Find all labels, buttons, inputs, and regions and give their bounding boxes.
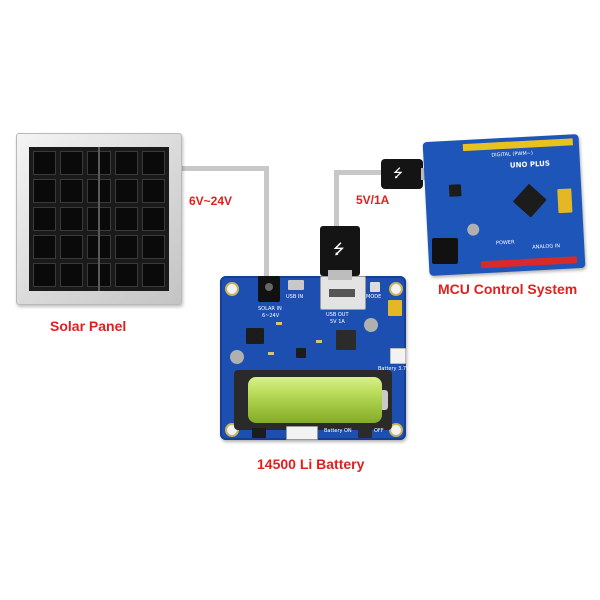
wire-mcu-horizontal: [334, 170, 386, 175]
usb-icon: ⭍: [333, 241, 345, 257]
silk-mcu-model: UNO PLUS: [509, 159, 551, 170]
led-indicators: [286, 426, 318, 440]
battery-connector: [390, 348, 406, 364]
label-voltage-in: 6V~24V: [189, 194, 233, 208]
usb-micro-port: [288, 280, 304, 290]
analog-header: [480, 256, 578, 269]
silk-on: ON: [344, 428, 352, 434]
silk-solar-range: 6~24V: [262, 313, 280, 319]
inductor: [336, 330, 356, 350]
li-battery: [248, 377, 382, 423]
capacitor: [364, 318, 378, 332]
mount-hole: [225, 282, 239, 296]
smd-component: [316, 340, 322, 343]
solar-panel-divider: [98, 147, 100, 291]
wire-mcu-vertical: [334, 170, 339, 228]
usb-a-plug: ⭍: [320, 226, 360, 280]
silk-off: OFF: [374, 428, 384, 434]
capacitor: [466, 223, 480, 236]
ic-chip: [296, 348, 306, 358]
header-connector: [388, 300, 402, 316]
silk-solar-in: SOLAR IN: [258, 306, 282, 312]
label-mcu-control-system: MCU Control System: [438, 281, 578, 297]
battery-terminal: [382, 390, 388, 410]
silk-battery: Battery: [324, 428, 343, 434]
wire-solar-horizontal: [178, 166, 268, 171]
silk-mcu-digital: DIGITAL (PWM~): [491, 150, 533, 159]
power-switch: [358, 426, 372, 438]
silk-usb-in: USB IN: [286, 294, 304, 300]
mount-hole: [389, 282, 403, 296]
wire-solar-vertical: [264, 166, 269, 280]
silk-mcu-analog: ANALOG IN: [532, 243, 561, 251]
solar-input-jack: [258, 276, 280, 302]
usb-out-port: [320, 276, 366, 310]
smd-component: [276, 322, 282, 325]
silk-mcu-power: POWER: [495, 239, 515, 247]
digital-header: [462, 138, 573, 152]
mount-hole: [389, 423, 403, 437]
mcu-chip: [512, 183, 547, 218]
silk-mode: MODE: [366, 294, 382, 300]
label-solar-panel: Solar Panel: [50, 318, 127, 334]
silk-battery-37v: Battery 3.7V: [378, 366, 410, 372]
label-voltage-out: 5V/1A: [356, 193, 390, 207]
label-battery: 14500 Li Battery: [257, 456, 365, 472]
silk-usb-out-rating: 5V 1A: [330, 319, 345, 325]
micro-usb-plug: ⭍: [381, 159, 429, 189]
usb-icon: ⭍: [393, 166, 403, 180]
pin-header: [252, 428, 266, 438]
smd-component: [268, 352, 274, 355]
ic-chip: [246, 328, 264, 344]
solar-panel: [16, 133, 182, 305]
header-connector: [557, 188, 573, 214]
capacitor: [230, 350, 244, 364]
mode-button: [370, 282, 380, 292]
mcu-dc-jack: [432, 238, 458, 264]
silk-usb-out: USB OUT: [326, 312, 349, 318]
mcu-chip: [448, 184, 462, 197]
